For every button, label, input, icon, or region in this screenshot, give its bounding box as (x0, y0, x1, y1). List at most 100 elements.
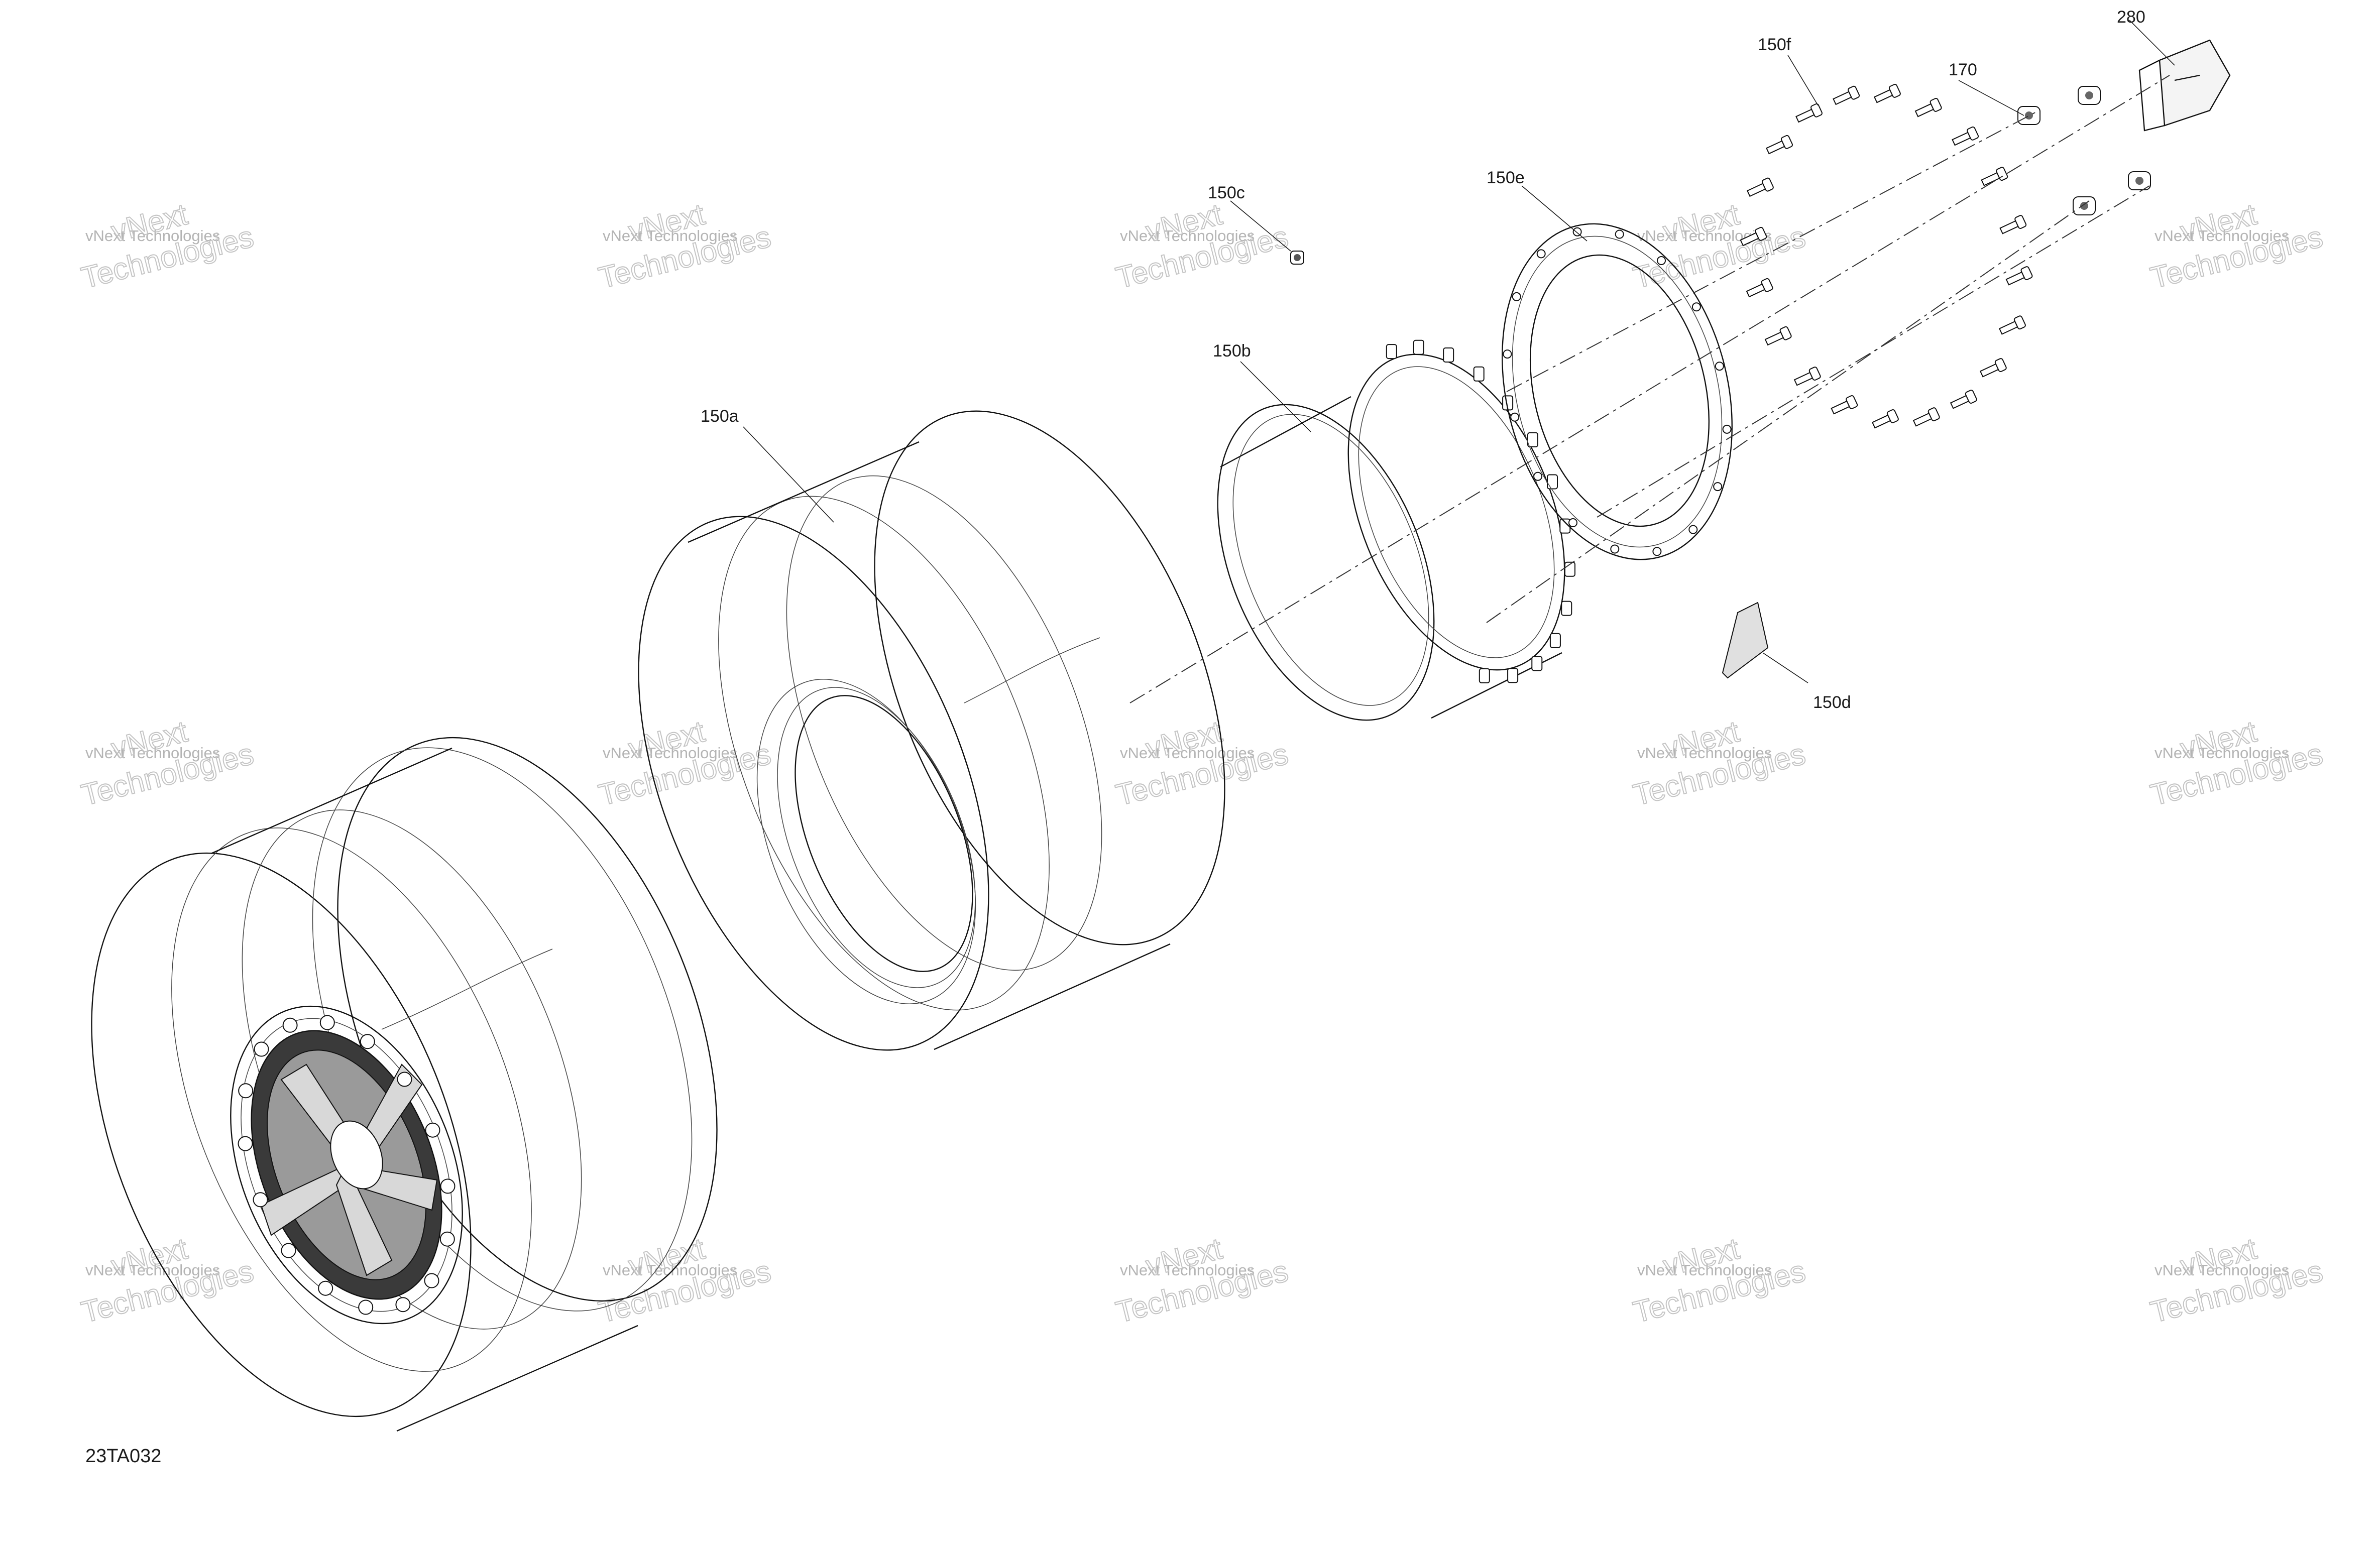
beadlock-bolts-150f[interactable] (1739, 83, 2033, 431)
callout-labels: 150a 150b 150c 150d 150e 150f 170 280 23… (85, 8, 2145, 1467)
bolt (1740, 226, 1767, 247)
bolt (1873, 83, 1901, 103)
ring-hole (1722, 424, 1732, 434)
bolt (1998, 315, 2026, 335)
bolt (1746, 177, 1774, 197)
callout-150a[interactable]: 150a (701, 407, 739, 426)
ring-hole (1615, 229, 1624, 239)
rim-bolt (254, 1041, 269, 1057)
rim-tooth (1547, 474, 1558, 490)
rim-tooth (1479, 668, 1490, 683)
bolt (1952, 126, 1979, 146)
assembly-centerlines (1129, 75, 2170, 703)
ring-bolt-holes (1503, 227, 1732, 556)
watermark-text: vNext Technologies (1120, 1261, 1255, 1279)
rim-tooth (1473, 366, 1485, 382)
lug-nuts-170[interactable] (2017, 86, 2151, 215)
callout-150b[interactable]: 150b (1213, 341, 1251, 361)
bolt (1979, 358, 2007, 378)
watermark-text: vNext Technologies (2155, 1261, 2289, 1279)
rim-bolt (397, 1072, 412, 1087)
watermark-text: vNext Technologies (85, 227, 220, 245)
watermark-text: vNext Technologies (1637, 744, 1772, 762)
watermark-text: vNext Technologies (1120, 227, 1255, 245)
rim-tooth (1531, 656, 1543, 671)
watermark-text: vNext Technologies (1120, 744, 1255, 762)
rim-bolt (253, 1192, 268, 1208)
rim-150b[interactable] (1175, 323, 1607, 752)
rim-bolt (360, 1034, 375, 1049)
bolt (1914, 97, 1942, 117)
rim-bolt (395, 1297, 411, 1313)
tire-150a[interactable] (569, 361, 1295, 1100)
callout-150f[interactable]: 150f (1758, 35, 1791, 54)
watermark-text: vNext Technologies (603, 1261, 737, 1279)
bolt (1871, 409, 1899, 429)
weight-150d[interactable] (1722, 602, 1769, 679)
rim-tooth (1413, 339, 1424, 355)
rim-bolt (424, 1273, 439, 1288)
rim-tooth (1561, 601, 1572, 616)
bolt (1766, 135, 1793, 155)
bolt (1912, 407, 1940, 427)
ring-hole (1536, 249, 1546, 259)
bolt (1793, 367, 1821, 386)
bolt (1795, 103, 1823, 123)
ring-hole (1713, 482, 1723, 492)
ring-hole (1657, 256, 1666, 265)
bolt (1831, 395, 1858, 415)
hub-280[interactable] (2138, 39, 2231, 132)
ring-hole (1610, 544, 1620, 554)
watermark-text: vNext Technologies (2155, 744, 2289, 762)
rim-bolt (238, 1136, 253, 1151)
bolt (1999, 215, 2027, 234)
rim-tooth (1443, 347, 1454, 363)
ring-hole (1503, 349, 1512, 359)
rim-bolt (319, 1015, 335, 1030)
callout-280[interactable]: 280 (2117, 8, 2145, 27)
diagram-code: 23TA032 (85, 1446, 161, 1467)
ring-hole (1533, 471, 1543, 481)
rim-tooth (1507, 668, 1519, 683)
watermark-text: vNext Technologies (85, 1261, 220, 1279)
ring-hole (1715, 362, 1724, 371)
valve-150c[interactable] (1290, 251, 1304, 265)
callout-170[interactable]: 170 (1949, 60, 1977, 79)
rim-tooth (1549, 633, 1561, 648)
ring-hole (1510, 412, 1520, 422)
bolt (1764, 326, 1792, 346)
watermark-text: vNext Technologies (1637, 1261, 1772, 1279)
beadlock-ring-150e[interactable] (1468, 199, 1765, 584)
bolt (1981, 167, 2008, 186)
callout-150e[interactable]: 150e (1487, 168, 1525, 187)
watermark-text: vNext Technologies (2155, 227, 2289, 245)
callout-150d[interactable]: 150d (1813, 693, 1851, 712)
rim-bolt (238, 1083, 254, 1099)
rim-bolt (358, 1299, 374, 1315)
watermark-text: vNext Technologies (603, 227, 737, 245)
callout-150c[interactable]: 150c (1208, 183, 1245, 202)
rim-bolt (425, 1122, 440, 1138)
ring-hole (1652, 547, 1662, 556)
bolt (1746, 278, 1773, 298)
bolt (1833, 85, 1860, 105)
rim-tooth (1527, 432, 1538, 447)
ring-hole (1572, 227, 1582, 236)
assembled-wheel[interactable] (17, 682, 792, 1471)
rim-bolt (318, 1280, 333, 1296)
rim-bolt (282, 1017, 298, 1033)
